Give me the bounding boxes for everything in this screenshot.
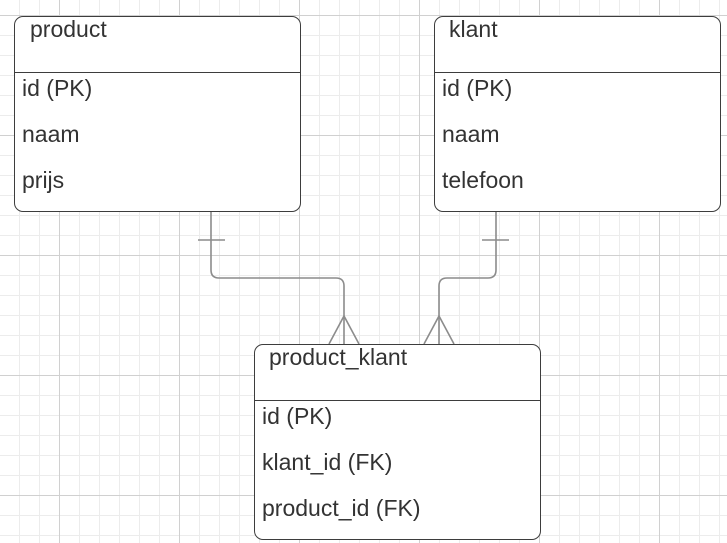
entity-product[interactable]: product id (PK) naam prijs (14, 16, 301, 212)
relationship-product-to-product-klant[interactable] (198, 212, 360, 345)
entity-fields: id (PK) naam telefoon (435, 73, 720, 211)
entity-header: product (15, 17, 300, 73)
connector-line-klant (438, 212, 497, 344)
entity-fields: id (PK) naam prijs (15, 73, 300, 211)
entity-field: id (PK) (22, 75, 93, 101)
entity-field: product_id (FK) (262, 495, 421, 521)
entity-field: klant_id (FK) (262, 449, 393, 475)
relationship-klant-to-product-klant[interactable] (423, 212, 509, 345)
entity-field: prijs (22, 167, 65, 193)
many-marker-klant (423, 314, 455, 345)
entity-field: naam (442, 121, 500, 147)
entity-field: id (PK) (442, 75, 513, 101)
connector-line-product (210, 212, 345, 344)
entity-title: product (30, 16, 107, 42)
many-marker-product (328, 314, 360, 345)
entity-title: klant (449, 16, 498, 42)
entity-field: naam (22, 121, 80, 147)
entity-header: klant (435, 17, 720, 73)
entity-fields: id (PK) klant_id (FK) product_id (FK) (255, 401, 540, 539)
entity-klant[interactable]: klant id (PK) naam telefoon (434, 16, 721, 212)
entity-title: product_klant (269, 344, 408, 370)
entity-field: telefoon (442, 167, 524, 193)
entity-product-klant[interactable]: product_klant id (PK) klant_id (FK) prod… (254, 344, 541, 540)
entity-header: product_klant (255, 345, 540, 401)
entity-field: id (PK) (262, 403, 333, 429)
